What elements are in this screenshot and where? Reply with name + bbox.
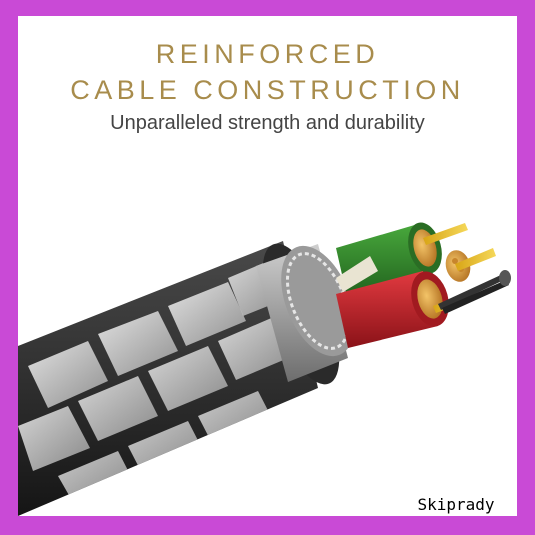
subtitle: Unparalleled strength and durability: [110, 112, 425, 134]
headline-line-2: CABLE CONSTRUCTION: [70, 75, 465, 105]
watermark-label: Skiprady: [395, 494, 517, 516]
headline-line-1: REINFORCED: [155, 39, 380, 69]
black-drain-wires: [438, 270, 511, 314]
product-banner: REINFORCED CABLE CONSTRUCTION Unparallel…: [18, 16, 517, 516]
drain-strand: [336, 256, 378, 292]
braided-shield-layer: [281, 245, 355, 357]
cable-cross-section-illustration: [18, 222, 511, 516]
